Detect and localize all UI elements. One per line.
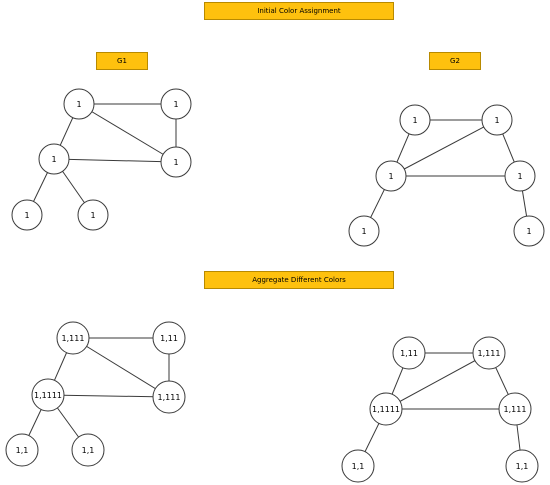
graph-edge <box>385 352 490 410</box>
node-label: 1 <box>24 211 29 220</box>
graph-g1-aggregate: 1,111 1,11 1,1111 1,111 1,1 1,1 <box>5 321 186 467</box>
node-label: 1,1 <box>352 462 365 471</box>
node-label: 1 <box>517 172 522 181</box>
banner-initial-color-assignment: Initial Color Assignment <box>204 2 394 20</box>
graph-node <box>392 336 426 370</box>
graph-node <box>481 104 513 136</box>
graph-node <box>341 449 375 483</box>
node-label: 1,1 <box>516 462 529 471</box>
node-label: 1,11 <box>160 334 178 343</box>
node-label: 1,111 <box>62 334 85 343</box>
node-label: 1 <box>361 227 366 236</box>
graph-node <box>152 321 186 355</box>
graph-edge <box>53 158 177 163</box>
node-label: 1,111 <box>504 405 527 414</box>
graph-node <box>472 336 506 370</box>
node-label: 1 <box>51 155 56 164</box>
graph-node <box>56 321 90 355</box>
node-label: 1 <box>388 172 393 181</box>
node-label: 1 <box>173 158 178 167</box>
node-label: 1,1 <box>16 446 29 455</box>
node-label: 1,111 <box>478 349 501 358</box>
node-label: 1,11 <box>400 349 418 358</box>
graph-node <box>369 392 403 426</box>
node-label: 1,1 <box>82 446 95 455</box>
banner-g1: G1 <box>96 52 148 70</box>
node-label: 1 <box>494 116 499 125</box>
graph-node <box>504 160 536 192</box>
graph-g2-initial: 1 1 1 1 1 1 <box>348 104 545 247</box>
graph-node <box>152 380 186 414</box>
graph-node <box>31 378 65 412</box>
graph-edge <box>78 103 177 163</box>
graph-edge <box>72 337 170 398</box>
graph-edge <box>390 119 498 177</box>
graph-node <box>505 449 539 483</box>
node-label: 1 <box>173 100 178 109</box>
banner-aggregate-different-colors: Aggregate Different Colors <box>204 271 394 289</box>
graph-node <box>11 199 43 231</box>
node-label: 1,111 <box>158 393 181 402</box>
banner-g2: G2 <box>429 52 481 70</box>
graph-node <box>63 88 95 120</box>
node-label: 1 <box>526 227 531 236</box>
node-label: 1 <box>90 211 95 220</box>
graph-node <box>399 104 431 136</box>
node-label: 1,1111 <box>34 391 62 400</box>
graph-g1-initial: 1 1 1 1 1 1 <box>11 88 192 231</box>
graph-edge <box>47 394 170 398</box>
node-label: 1 <box>76 100 81 109</box>
graph-node <box>38 143 70 175</box>
graph-node <box>160 88 192 120</box>
graph-node <box>5 433 39 467</box>
node-label: 1 <box>412 116 417 125</box>
graph-node <box>71 433 105 467</box>
node-label: 1,1111 <box>372 405 400 414</box>
graph-node <box>77 199 109 231</box>
graph-node <box>375 160 407 192</box>
graph-node <box>513 215 545 247</box>
graph-node <box>498 392 532 426</box>
graph-g2-aggregate: 1,11 1,111 1,1111 1,111 1,1 1,1 <box>341 336 539 483</box>
graph-node <box>160 146 192 178</box>
graph-node <box>348 215 380 247</box>
